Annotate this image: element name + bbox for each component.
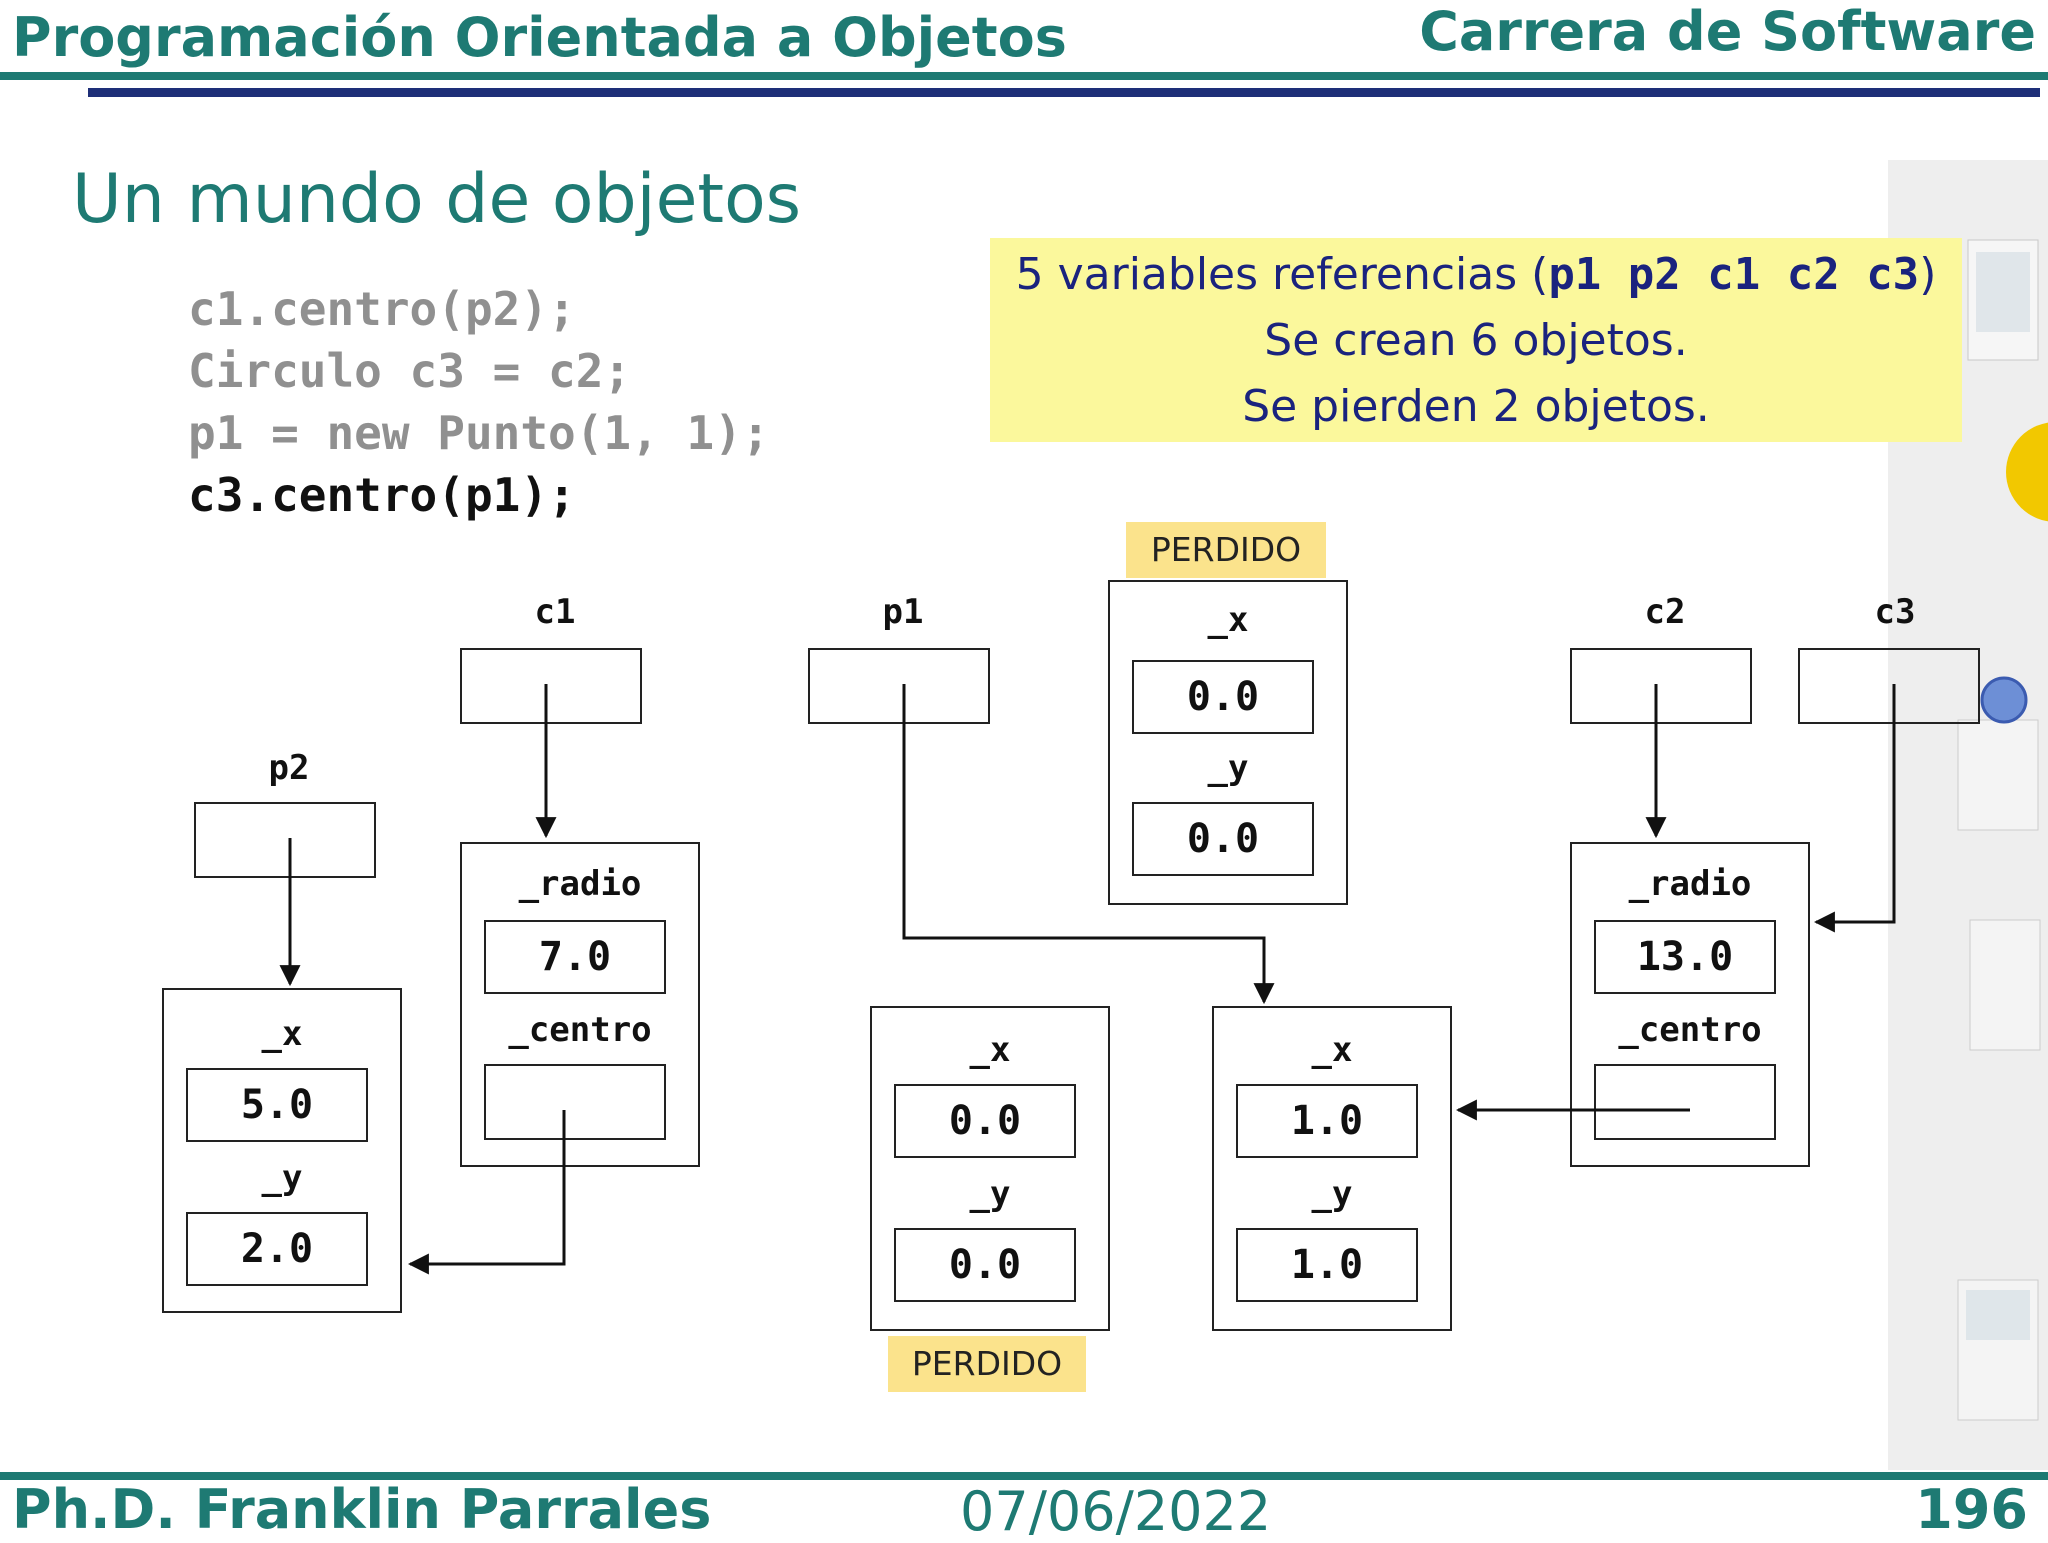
var-label-c1: c1 bbox=[534, 592, 576, 632]
ref-box-p1 bbox=[808, 648, 990, 724]
value-y: 0.0 bbox=[1186, 816, 1260, 862]
var-label-p2: p2 bbox=[268, 748, 310, 788]
ref-box-p2 bbox=[194, 802, 376, 878]
object-circle-c2 bbox=[1570, 842, 1810, 1167]
ref-box-c1 bbox=[460, 648, 642, 724]
note-line1-prefix: 5 variables referencias ( bbox=[1015, 249, 1549, 300]
value-box-centro-ref bbox=[484, 1064, 666, 1140]
slide-title: Un mundo de objetos bbox=[72, 160, 802, 239]
value-x: 0.0 bbox=[948, 1098, 1022, 1144]
ref-box-c3 bbox=[1798, 648, 1980, 724]
lost-tag-top: PERDIDO bbox=[1126, 522, 1326, 578]
value-box-y: 0.0 bbox=[894, 1228, 1076, 1302]
value-box-y: 1.0 bbox=[1236, 1228, 1418, 1302]
object-point-p2 bbox=[162, 988, 402, 1313]
value-box-centro-ref bbox=[1594, 1064, 1776, 1140]
code-line-3: p1 = new Punto(1, 1); bbox=[188, 406, 770, 460]
header-rule-teal bbox=[0, 72, 2048, 80]
var-label-c3: c3 bbox=[1874, 592, 1916, 632]
decorative-computers-image bbox=[1957, 239, 2048, 1421]
code-line-1: c1.centro(p2); bbox=[188, 282, 576, 336]
footer-rule bbox=[0, 1472, 2048, 1480]
field-label-x: _x bbox=[1207, 600, 1249, 640]
value-box-radio: 13.0 bbox=[1594, 920, 1776, 994]
field-label-y: _y bbox=[969, 1174, 1011, 1214]
field-label-centro: _centro bbox=[1618, 1010, 1762, 1050]
note-line1-suffix: ) bbox=[1919, 249, 1937, 300]
footer-page-number: 196 bbox=[1915, 1478, 2028, 1541]
value-box-radio: 7.0 bbox=[484, 920, 666, 994]
value-y: 2.0 bbox=[240, 1226, 314, 1272]
note-line3: Se pierden 2 objetos. bbox=[1242, 381, 1710, 432]
value-box-x: 0.0 bbox=[894, 1084, 1076, 1158]
value-radio: 13.0 bbox=[1636, 934, 1734, 980]
field-label-y: _y bbox=[261, 1158, 303, 1198]
value-x: 0.0 bbox=[1186, 674, 1260, 720]
value-box-x: 0.0 bbox=[1132, 660, 1314, 734]
summary-note: 5 variables referencias (p1 p2 c1 c2 c3)… bbox=[990, 238, 1962, 442]
footer-date: 07/06/2022 bbox=[960, 1480, 1272, 1543]
value-x: 5.0 bbox=[240, 1082, 314, 1128]
value-y: 1.0 bbox=[1290, 1242, 1364, 1288]
note-line2: Se crean 6 objetos. bbox=[1264, 315, 1688, 366]
object-lost-point-bottom bbox=[870, 1006, 1110, 1331]
course-title: Programación Orientada a Objetos bbox=[12, 6, 1067, 69]
var-label-c2: c2 bbox=[1644, 592, 1686, 632]
footer-author: Ph.D. Franklin Parrales bbox=[12, 1478, 712, 1541]
var-label-p1: p1 bbox=[882, 592, 924, 632]
object-point-p1 bbox=[1212, 1006, 1452, 1331]
value-box-y: 2.0 bbox=[186, 1212, 368, 1286]
decorative-computers-strip bbox=[1888, 160, 2048, 1470]
value-y: 0.0 bbox=[948, 1242, 1022, 1288]
value-box-y: 0.0 bbox=[1132, 802, 1314, 876]
field-label-x: _x bbox=[1311, 1030, 1353, 1070]
value-box-x: 1.0 bbox=[1236, 1084, 1418, 1158]
field-label-x: _x bbox=[261, 1014, 303, 1054]
code-line-2: Circulo c3 = c2; bbox=[188, 344, 632, 398]
lost-tag-bottom: PERDIDO bbox=[888, 1336, 1086, 1392]
code-line-4: c3.centro(p1); bbox=[188, 468, 576, 522]
note-line1-vars: p1 p2 c1 c2 c3 bbox=[1548, 249, 1920, 300]
field-label-centro: _centro bbox=[508, 1010, 652, 1050]
field-label-y: _y bbox=[1311, 1174, 1353, 1214]
object-circle-c1 bbox=[460, 842, 700, 1167]
header-rule-navy bbox=[88, 88, 2040, 97]
field-label-radio: _radio bbox=[1628, 864, 1752, 904]
field-label-y: _y bbox=[1207, 748, 1249, 788]
value-x: 1.0 bbox=[1290, 1098, 1364, 1144]
field-label-radio: _radio bbox=[518, 864, 642, 904]
value-radio: 7.0 bbox=[538, 934, 612, 980]
value-box-x: 5.0 bbox=[186, 1068, 368, 1142]
program-title: Carrera de Software bbox=[1419, 0, 2036, 63]
field-label-x: _x bbox=[969, 1030, 1011, 1070]
ref-box-c2 bbox=[1570, 648, 1752, 724]
